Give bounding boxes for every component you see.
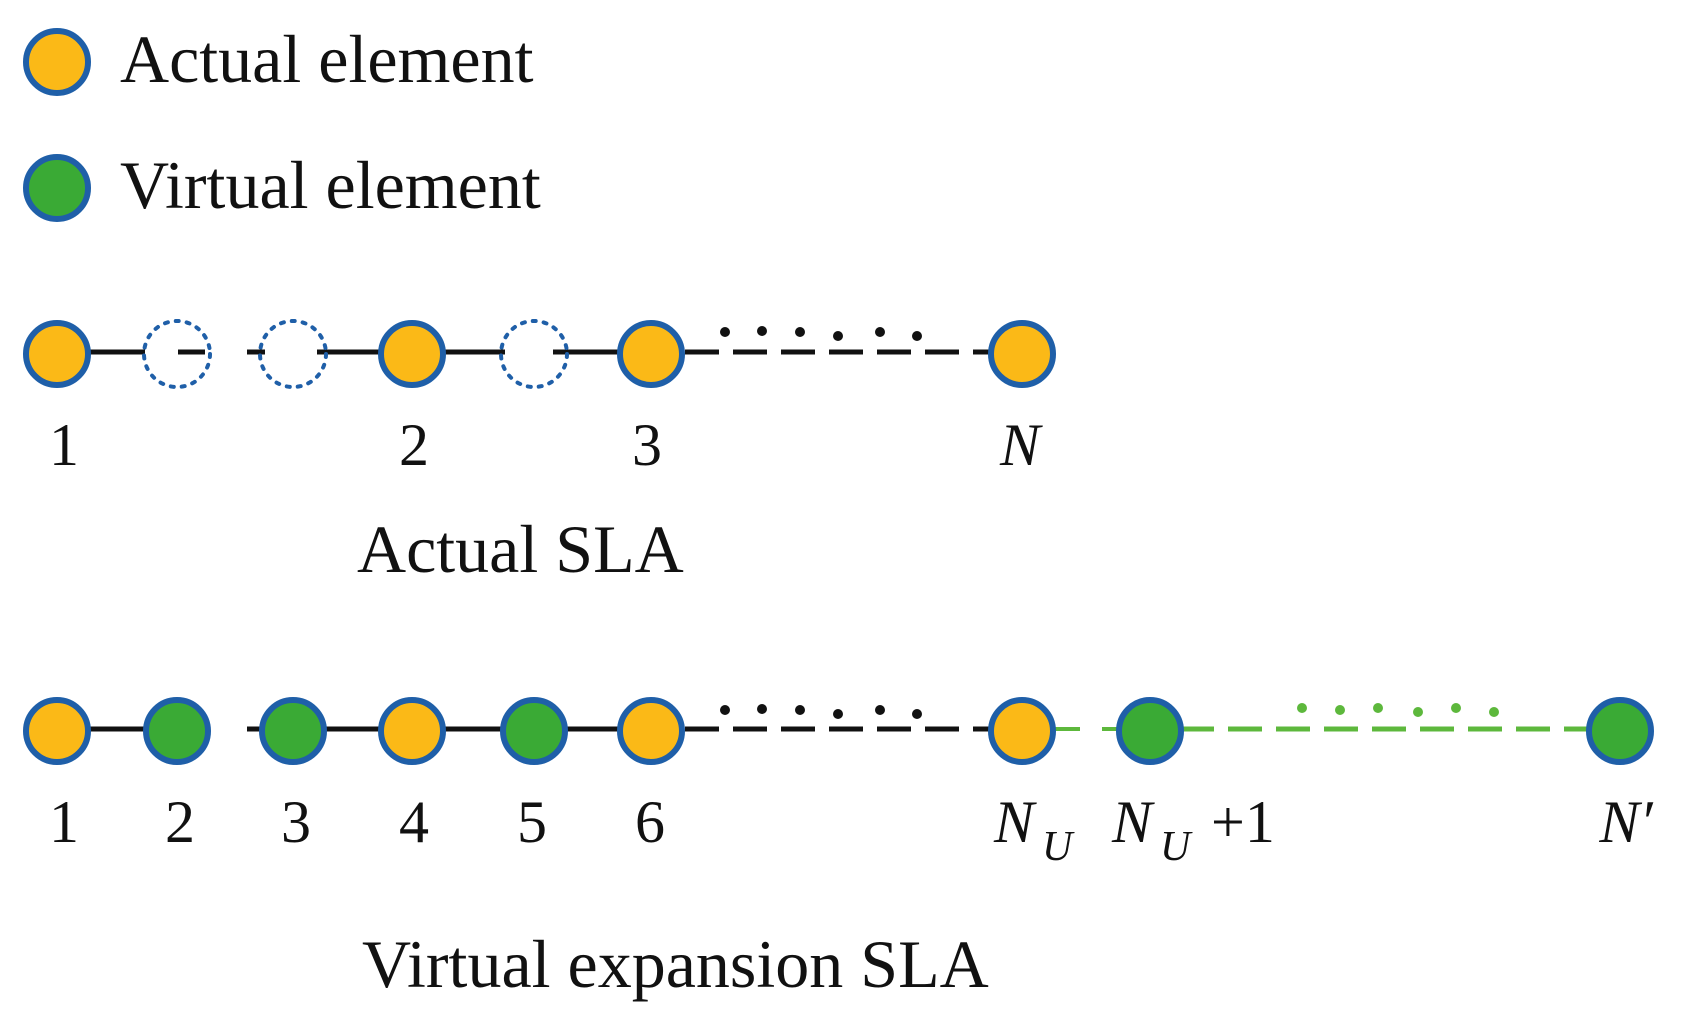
virtual-label-4: 4 — [399, 789, 429, 855]
virtual-label-3: 3 — [281, 789, 311, 855]
legend-virtual-icon — [23, 154, 91, 222]
nu1-subscript: U — [1160, 824, 1193, 870]
virtual-element-icon — [500, 697, 568, 765]
virtual-sla-ellipsis — [720, 704, 922, 719]
virtual-element-icon — [143, 697, 211, 765]
nu1-base: N — [1111, 789, 1155, 855]
virtual-label-5: 5 — [517, 789, 547, 855]
actual-element-icon — [23, 320, 91, 388]
virtual-element-icon — [1586, 697, 1654, 765]
nu-subscript: U — [1042, 824, 1075, 870]
virtual-sla-title: Virtual expansion SLA — [362, 926, 989, 1002]
actual-sla-title: Actual SLA — [357, 511, 684, 587]
actual-element-icon — [988, 697, 1056, 765]
virtual-label-2: 2 — [165, 789, 195, 855]
actual-element-icon — [378, 697, 446, 765]
virtual-label-nu: N U — [993, 789, 1075, 870]
virtual-label-nu-plus-1: N U +1 — [1111, 789, 1275, 870]
virtual-element-icon — [1116, 697, 1184, 765]
legend-actual-icon — [23, 28, 91, 96]
virtual-label-1: 1 — [49, 789, 79, 855]
legend: Actual element Virtual element — [23, 21, 541, 223]
actual-element-icon — [23, 697, 91, 765]
actual-element-icon — [617, 320, 685, 388]
actual-label-n: N — [999, 412, 1043, 478]
virtual-label-6: 6 — [635, 789, 665, 855]
actual-sla-ellipsis — [720, 326, 922, 341]
nu-base: N — [993, 789, 1037, 855]
virtual-element-icon — [259, 697, 327, 765]
actual-element-icon — [378, 320, 446, 388]
nu1-suffix: +1 — [1196, 789, 1275, 855]
legend-actual-label: Actual element — [120, 21, 534, 97]
actual-label-2: 2 — [399, 412, 429, 478]
virtual-sla-green-ellipsis — [1297, 703, 1499, 717]
legend-virtual-label: Virtual element — [120, 147, 541, 223]
actual-element-icon — [988, 320, 1056, 388]
actual-element-icon — [617, 697, 685, 765]
missing-element-icon — [258, 319, 328, 389]
virtual-sla-row: 1 2 3 4 5 6 N U N U +1 N′ Virtual expans… — [23, 697, 1654, 1002]
actual-label-1: 1 — [49, 412, 79, 478]
missing-element-icon — [499, 319, 569, 389]
missing-element-icon — [142, 319, 212, 389]
actual-sla-row: 1 2 3 N Actual SLA — [23, 319, 1056, 587]
actual-label-3: 3 — [632, 412, 662, 478]
virtual-label-nprime: N′ — [1598, 789, 1653, 855]
